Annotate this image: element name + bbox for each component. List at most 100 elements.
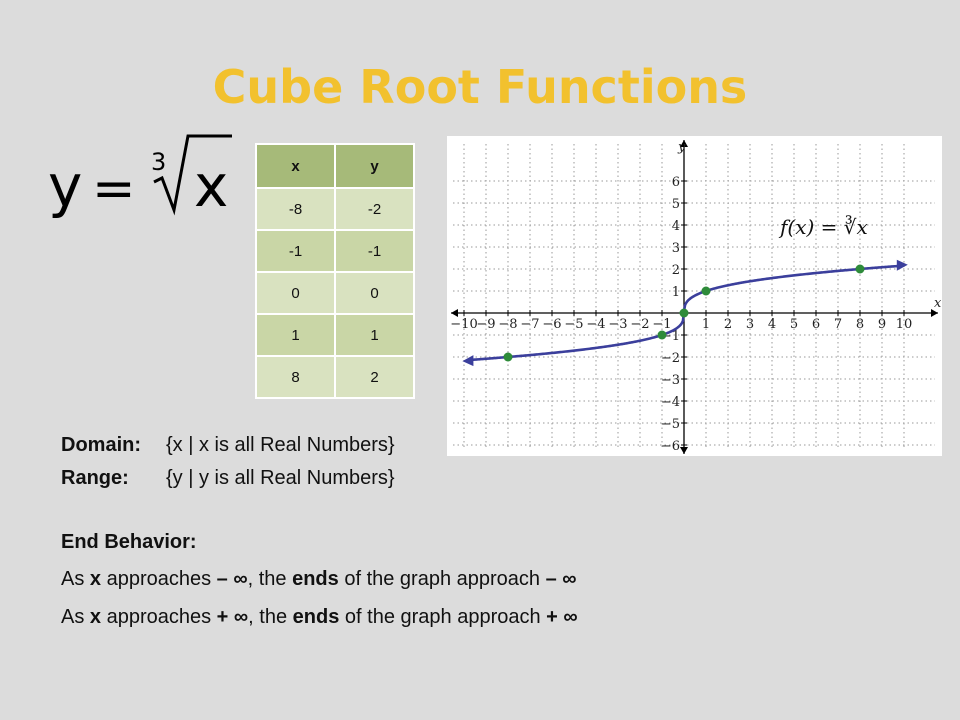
data-point <box>701 286 711 296</box>
x-tick-label: 4 <box>768 317 776 332</box>
table-header-x: x <box>255 143 336 189</box>
y-tick-label: 1 <box>672 285 680 300</box>
curve-arrow-left <box>462 355 474 367</box>
x-axis-arrow-left <box>451 309 458 317</box>
x-tick-label: −8 <box>498 317 517 332</box>
x-tick-label: 10 <box>896 317 913 332</box>
x-tick-label: 6 <box>812 317 820 332</box>
data-point <box>657 330 667 340</box>
table-cell-y: 2 <box>334 355 415 399</box>
bold-run: – ∞ <box>216 568 248 590</box>
table-cell-y: -1 <box>334 229 415 273</box>
bold-run: + ∞ <box>216 606 249 628</box>
bold-run: x <box>89 568 102 590</box>
domain-label: Domain: <box>61 434 141 456</box>
table-cell-x: 1 <box>255 313 336 357</box>
formula-lhs: y <box>48 152 82 220</box>
x-tick-label: −3 <box>608 317 627 332</box>
x-tick-label: 5 <box>790 317 798 332</box>
table-header-row: x y <box>255 143 415 189</box>
x-tick-label: 9 <box>878 317 886 332</box>
x-tick-label: −5 <box>564 317 583 332</box>
y-tick-label: −3 <box>661 373 680 388</box>
domain-line: Domain: {x | x is all Real Numbers} <box>61 434 395 457</box>
y-tick-label: 5 <box>672 197 680 212</box>
y-tick-label: 3 <box>672 241 680 256</box>
cube-root-curve <box>468 264 902 362</box>
formula-index: 3 <box>151 148 166 176</box>
text-run: of the graph approach <box>339 606 547 628</box>
text-run: of the graph approach <box>338 568 546 590</box>
range-text: {y | y is all Real Numbers} <box>166 467 395 489</box>
text-run: As <box>61 606 90 628</box>
table-row: -1 -1 <box>255 229 415 273</box>
curve-arrow-right <box>896 259 908 271</box>
end-behavior-title: End Behavior: <box>61 531 197 553</box>
y-axis-arrow-up <box>680 140 688 147</box>
data-point <box>503 352 513 362</box>
x-tick-label: −9 <box>476 317 495 332</box>
x-tick-label: 8 <box>856 317 864 332</box>
x-axis-arrow-right <box>931 309 938 317</box>
end-behavior-heading: End Behavior: <box>61 531 197 554</box>
table-cell-x: 8 <box>255 355 336 399</box>
range-line: Range: {y | y is all Real Numbers} <box>61 467 395 490</box>
text-run: As <box>61 568 90 590</box>
data-point <box>679 308 689 318</box>
y-axis-arrow-down <box>680 447 688 454</box>
cube-root-formula: y = 3 x <box>48 130 248 220</box>
bold-run: – ∞ <box>545 568 577 590</box>
table-cell-x: -8 <box>255 187 336 231</box>
x-tick-label: 7 <box>834 317 842 332</box>
y-tick-label: −5 <box>661 417 680 432</box>
x-tick-label: −1 <box>652 317 671 332</box>
bold-run: + ∞ <box>546 606 578 628</box>
table-cell-y: 0 <box>334 271 415 315</box>
table-row: 8 2 <box>255 355 415 399</box>
y-tick-label: 2 <box>672 263 680 278</box>
domain-text: {x | x is all Real Numbers} <box>166 434 395 456</box>
y-tick-label: −6 <box>661 439 680 454</box>
slide-title: Cube Root Functions <box>212 60 748 114</box>
x-tick-label: −7 <box>520 317 539 332</box>
table-header-y: y <box>334 143 415 189</box>
table-cell-y: -2 <box>334 187 415 231</box>
x-tick-label: 1 <box>702 317 710 332</box>
bold-run: ends <box>292 568 339 590</box>
text-run: , the <box>248 606 293 628</box>
function-label: f(x) = ∛x <box>778 215 868 239</box>
data-point <box>855 264 865 274</box>
x-tick-label: 2 <box>724 317 732 332</box>
end-behavior-line-2: As x approaches + ∞, the ends of the gra… <box>61 606 578 629</box>
table-cell-y: 1 <box>334 313 415 357</box>
formula-radicand: x <box>194 152 228 220</box>
end-behavior-line-1: As x approaches – ∞, the ends of the gra… <box>61 568 577 591</box>
x-tick-label: −6 <box>542 317 561 332</box>
x-axis-label: x <box>934 296 942 311</box>
radical-sign <box>153 134 232 216</box>
x-tick-label: 3 <box>746 317 754 332</box>
x-tick-label: −4 <box>586 317 605 332</box>
text-run: approaches <box>101 606 217 628</box>
x-tick-label: −10 <box>450 317 477 332</box>
table-row: 1 1 <box>255 313 415 357</box>
bold-run: x <box>89 606 102 628</box>
y-axis-label: y <box>677 140 686 155</box>
y-tick-label: −2 <box>661 351 680 366</box>
table-row: -8 -2 <box>255 187 415 231</box>
range-label: Range: <box>61 467 129 489</box>
text-run: , the <box>247 568 293 590</box>
formula-equals: = <box>92 159 136 219</box>
table-row: 0 0 <box>255 271 415 315</box>
text-run: approaches <box>101 568 217 590</box>
values-table: x y -8 -2 -1 -1 0 0 1 1 8 2 <box>255 143 415 399</box>
table-cell-x: 0 <box>255 271 336 315</box>
y-tick-label: −4 <box>661 395 680 410</box>
y-tick-label: 6 <box>672 175 680 190</box>
table-cell-x: -1 <box>255 229 336 273</box>
y-tick-label: 4 <box>672 219 680 234</box>
bold-run: ends <box>292 606 340 628</box>
x-tick-label: −2 <box>630 317 649 332</box>
